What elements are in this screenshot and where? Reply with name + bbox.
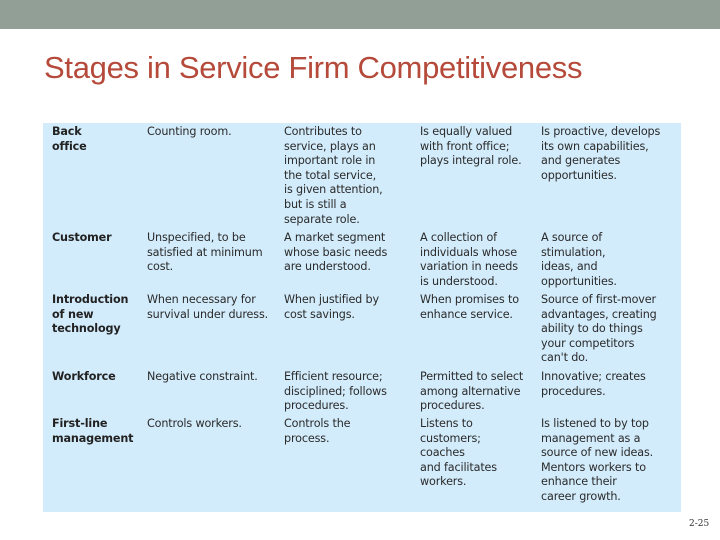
- row-label: Customer: [52, 231, 112, 244]
- stage-4-cell: Source of first-mover advantages, creati…: [541, 293, 657, 365]
- stage-4-cell: Innovative; creates procedures.: [541, 370, 646, 398]
- stage-3-cell: Permitted to select among alternative pr…: [420, 370, 524, 413]
- stage-1-cell: Controls workers.: [147, 417, 242, 430]
- row-label: Introduction of new technology: [52, 293, 129, 336]
- stage-3-cell: A collection of individuals whose variat…: [420, 231, 518, 288]
- stage-3-cell: Is equally valued with front office; pla…: [420, 125, 522, 168]
- row-label: First-line management: [52, 417, 134, 445]
- stage-1-cell: Negative constraint.: [147, 370, 258, 383]
- stage-2-cell: Efficient resource; disciplined; follows…: [284, 370, 387, 413]
- stage-3-cell: Listens to customers; coaches and facili…: [420, 417, 497, 489]
- row-label: Back office: [52, 125, 87, 153]
- competitiveness-stages-table: Back office Counting room. Contributes t…: [43, 123, 681, 512]
- stage-2-cell: A market segment whose basic needs are u…: [284, 231, 388, 274]
- stage-2-cell: When justified by cost savings.: [284, 293, 379, 321]
- stage-1-cell: When necessary for survival under duress…: [147, 293, 269, 321]
- page-number: 2-25: [689, 519, 710, 529]
- stage-2-cell: Contributes to service, plays an importa…: [284, 125, 383, 226]
- stage-4-cell: Is listened to by top management as a so…: [541, 417, 654, 503]
- stage-3-cell: When promises to enhance service.: [420, 293, 519, 321]
- stage-4-cell: A source of stimulation, ideas, and oppo…: [541, 231, 617, 288]
- stage-2-cell: Controls the process.: [284, 417, 351, 445]
- stage-1-cell: Unspecified, to be satisfied at minimum …: [147, 231, 263, 274]
- row-label: Workforce: [52, 370, 116, 383]
- slide-title: Stages in Service Firm Competitiveness: [44, 50, 583, 85]
- stage-4-cell: Is proactive, develops its own capabilit…: [541, 125, 661, 182]
- top-decorative-bar: [0, 0, 720, 29]
- stage-1-cell: Counting room.: [147, 125, 232, 138]
